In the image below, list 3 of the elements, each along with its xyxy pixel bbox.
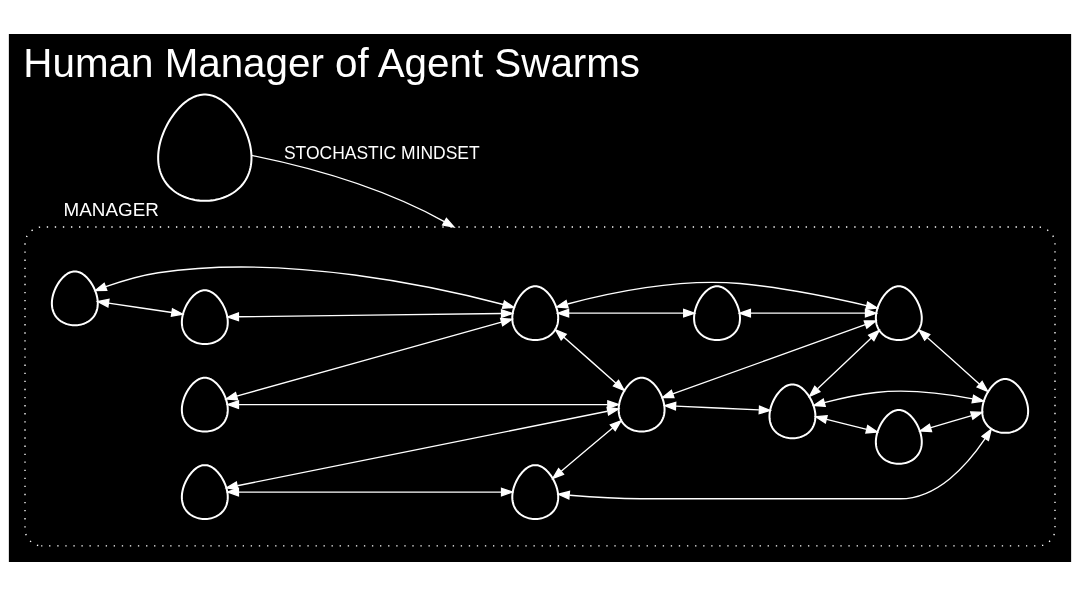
node-label: MANAGER: [63, 198, 159, 220]
edge-label: STOCHASTIC MINDSET: [283, 142, 480, 163]
diagram-title: Human Manager of Agent Swarms: [23, 39, 641, 86]
